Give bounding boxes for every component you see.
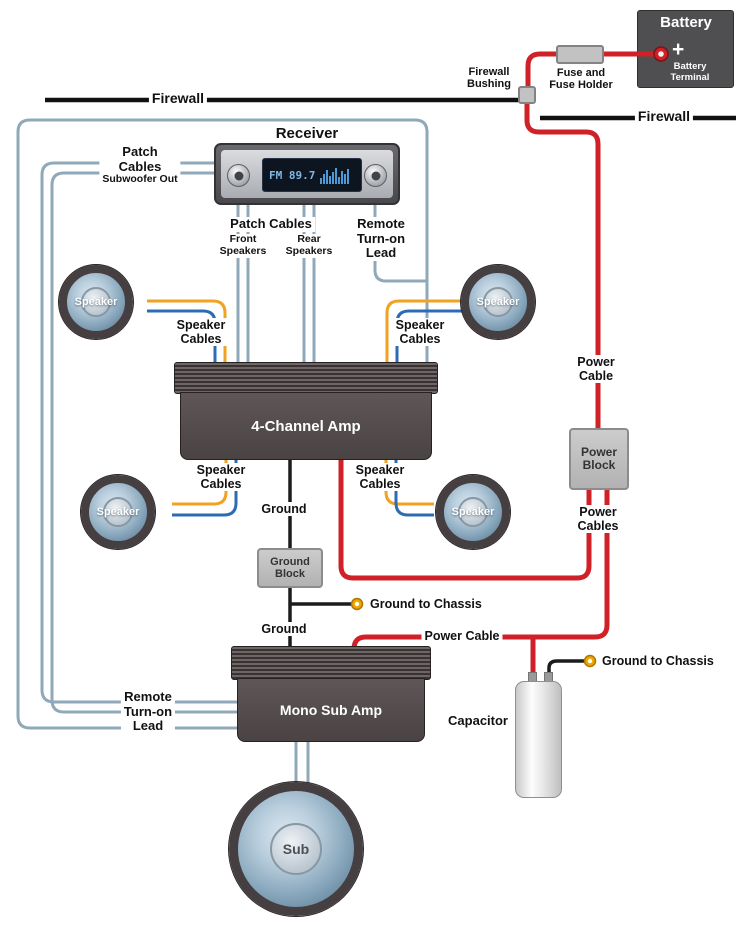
battery-terminal-label: Battery Terminal <box>670 61 710 83</box>
mono-sub-amp-label: Mono Sub Amp <box>279 702 383 718</box>
four-channel-amp-label: 4-Channel Amp <box>251 417 361 435</box>
chassis-ring-terminal-mid-icon <box>350 597 364 611</box>
remote-turn-on-label-bottom: Remote Turn-on Lead <box>120 689 176 734</box>
monoamp-heatsink-fins <box>231 646 431 680</box>
power-cables-label: Power Cables <box>574 505 622 533</box>
speaker-cables-label-front-left: Speaker Cables <box>173 318 229 346</box>
power-cable-sub-label: Power Cable <box>421 629 503 643</box>
fuse-holder-label: Fuse and Fuse Holder <box>549 67 613 92</box>
speaker-hub <box>483 287 513 317</box>
speaker-front-left: Speaker <box>59 265 133 339</box>
front-speakers-label: Front Speakers <box>216 233 270 258</box>
spectrum-bars <box>320 166 350 184</box>
subwoofer-label: Sub <box>282 841 310 857</box>
patch-subwoofer-out-label: Patch Cables Subwoofer Out <box>99 144 181 186</box>
mono-sub-amp: Mono Sub Amp <box>237 678 425 742</box>
battery-plus-sign: + <box>672 38 685 61</box>
speaker-cables-label-rear-left: Speaker Cables <box>193 463 249 491</box>
four-channel-amp: 4-Channel Amp <box>180 392 432 460</box>
volume-knob <box>227 164 250 187</box>
rear-speakers-label: Rear Speakers <box>282 233 336 258</box>
ground-label-top: Ground <box>258 502 310 516</box>
speaker-front-left-label: Speaker <box>74 296 118 308</box>
firewall-bushing-label: Firewall Bushing <box>467 66 511 91</box>
speaker-front-right-label: Speaker <box>476 296 520 308</box>
chassis-ring-terminal-cap-icon <box>583 654 597 668</box>
firewall-label-right: Firewall <box>634 108 694 125</box>
subwoofer-hub <box>270 823 322 875</box>
speaker-front-right: Speaker <box>461 265 535 339</box>
speaker-cables-label-rear-right: Speaker Cables <box>352 463 408 491</box>
remote-turn-on-label-top: Remote Turn-on Lead <box>353 216 409 261</box>
speaker-rear-right-label: Speaker <box>451 506 495 518</box>
chassis-ring-terminal-cap-hole <box>587 658 593 664</box>
receiver-label: Receiver <box>275 125 339 142</box>
capacitor <box>515 681 562 798</box>
firewall-label-left: Firewall <box>148 90 208 107</box>
chassis-ring-terminal-mid-hole <box>354 601 360 607</box>
patch-cables-label: Patch Cables <box>227 216 315 232</box>
station-readout: FM 89.7 <box>269 168 316 182</box>
ground-capacitor-wire <box>547 659 585 678</box>
fuse-holder <box>556 45 604 64</box>
power-cable-main-label: Power Cable <box>574 355 618 383</box>
battery-label: Battery <box>660 14 712 31</box>
ground-to-chassis-label-capacitor: Ground to Chassis <box>602 654 714 668</box>
subwoofer: Sub <box>229 782 363 916</box>
ground-to-chassis-label-mid: Ground to Chassis <box>370 597 482 611</box>
firewall-bushing <box>518 86 536 104</box>
speaker-rear-left: Speaker <box>81 475 155 549</box>
capacitor-label: Capacitor <box>448 713 508 728</box>
speaker-cables-label-front-right: Speaker Cables <box>392 318 448 346</box>
ground-label-bottom: Ground <box>258 622 310 636</box>
receiver-display: FM 89.7 <box>262 158 362 192</box>
receiver: FM 89.7 <box>214 143 400 205</box>
tuning-knob <box>364 164 387 187</box>
speaker-rear-right: Speaker <box>436 475 510 549</box>
speaker-rear-left-label: Speaker <box>96 506 140 518</box>
amp4-heatsink-fins <box>174 362 438 394</box>
